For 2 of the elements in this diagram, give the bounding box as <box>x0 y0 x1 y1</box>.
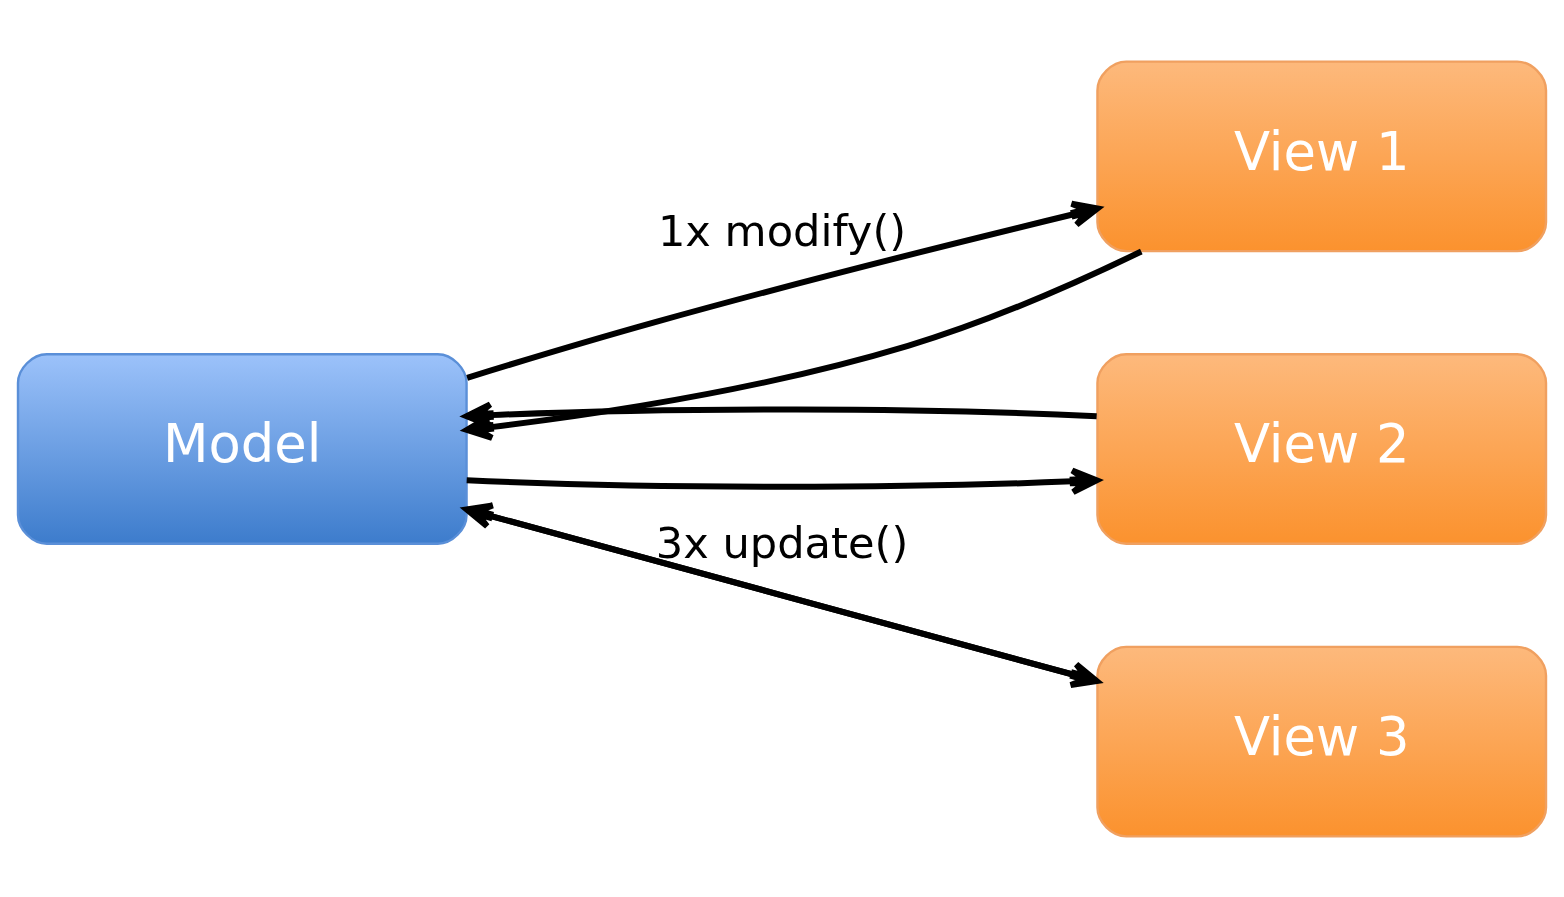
edge-label: 1x modify() <box>657 205 907 256</box>
edge-label: 3x update() <box>655 517 909 568</box>
